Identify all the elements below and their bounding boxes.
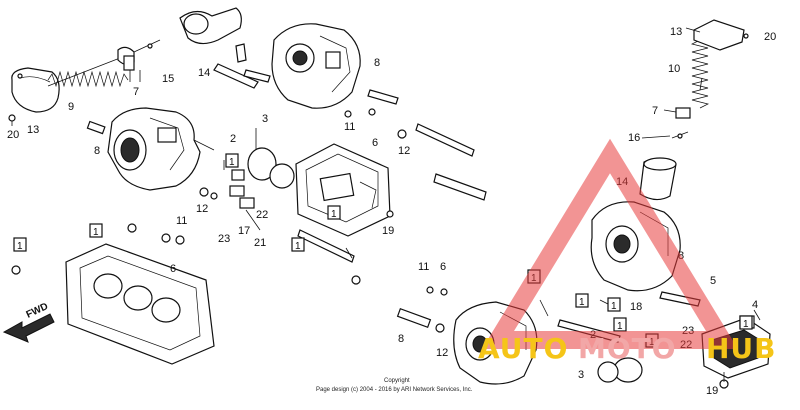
- float-chamber-center: [295, 143, 391, 237]
- copyright-notice: Copyright Page design (c) 2004 - 2016 by…: [316, 378, 473, 393]
- callout-7-right: 7: [652, 105, 658, 117]
- boxed-callout: 1: [743, 319, 749, 330]
- carburetor-top-cover-left: [11, 67, 60, 113]
- callout-20-left: 20: [7, 129, 19, 141]
- callout-4: 4: [752, 299, 758, 311]
- boxed-callout: 1: [295, 241, 301, 252]
- spring-10: [690, 39, 710, 109]
- callout-16: 16: [628, 132, 640, 144]
- watermark-text-part3: HUB: [706, 332, 777, 365]
- fuel-pipe-14-left: [213, 43, 271, 89]
- boxed-callout: 1: [331, 209, 337, 220]
- connecting-rods-right: [297, 123, 487, 263]
- needle-16-right: [671, 131, 689, 139]
- throttle-spring-3: [247, 147, 295, 189]
- callout-17: 17: [238, 225, 250, 237]
- callout-14-left: 14: [198, 67, 210, 79]
- fwd-arrow: FWD: [2, 301, 55, 343]
- callout-11-bottom: 11: [418, 261, 429, 273]
- small-fasteners: [11, 108, 729, 389]
- boxed-callout: 1: [617, 321, 623, 332]
- pilot-screw-8-bottom: [396, 307, 432, 329]
- boxed-callout: 1: [93, 227, 99, 238]
- callout-12-bottom: 12: [436, 347, 448, 359]
- watermark-logo: AUTO MOTO HUB: [478, 138, 777, 365]
- diaphragm-14-top: [179, 7, 242, 45]
- watermark-text-part2: MOTO: [578, 332, 677, 365]
- callout-3-left: 3: [262, 113, 268, 125]
- callout-8-top: 8: [374, 57, 380, 69]
- callout-12-mid: 12: [196, 203, 208, 215]
- diaphragm-14-right: [639, 157, 677, 201]
- copyright-line2: Page design (c) 2004 - 2016 by ARI Netwo…: [316, 387, 473, 393]
- boxed-callout: 1: [579, 297, 585, 308]
- callout-21: 21: [254, 237, 266, 249]
- pilot-screw-8-left: [86, 120, 106, 135]
- top-cover-13-right: [693, 19, 749, 51]
- boxed-callout: 1: [611, 301, 617, 312]
- callout-23-left: 23: [218, 233, 230, 245]
- jet-assembly-2-left: [229, 169, 261, 231]
- air-jet-8-top: [367, 89, 399, 105]
- callout-20-right: 20: [764, 31, 776, 43]
- copyright-line1: Copyright: [384, 378, 410, 384]
- spring-9: [47, 57, 129, 88]
- callout-15: 15: [162, 73, 174, 85]
- callout-8-bottom: 8: [398, 333, 404, 345]
- float-bowl-assembly: [65, 243, 215, 365]
- callout-6-top: 6: [372, 137, 378, 149]
- callout-6-bottom: 6: [440, 261, 446, 273]
- screw-20-left: [8, 114, 16, 126]
- boxed-callout: 1: [17, 241, 23, 252]
- carburetor-body-top-middle: [271, 23, 361, 109]
- callout-18: 18: [630, 301, 642, 313]
- callout-7-left: 7: [133, 86, 139, 98]
- needle-7-top: [123, 55, 141, 82]
- boxed-callout: 1: [229, 157, 235, 168]
- callout-5: 5: [710, 275, 716, 287]
- needle-7-right: [675, 107, 691, 119]
- callout-13-right: 13: [670, 26, 682, 38]
- callout-12-top: 12: [398, 145, 410, 157]
- callout-10: 10: [668, 63, 680, 75]
- watermark-text-part1: AUTO: [478, 332, 568, 365]
- callout-11-top: 11: [344, 121, 355, 133]
- callout-8-left: 8: [94, 145, 100, 157]
- callout-6-mid: 6: [170, 263, 176, 275]
- callout-19-mid: 19: [382, 225, 394, 237]
- callout-11-mid: 11: [176, 215, 187, 227]
- callout-9: 9: [68, 101, 74, 113]
- callout-22-left: 22: [256, 209, 268, 221]
- callout-19-right: 19: [706, 385, 718, 397]
- callout-2-left: 2: [230, 133, 236, 145]
- callout-13-left: 13: [27, 124, 39, 136]
- callout-3-right: 3: [578, 369, 584, 381]
- carburetor-body-left: [107, 107, 215, 191]
